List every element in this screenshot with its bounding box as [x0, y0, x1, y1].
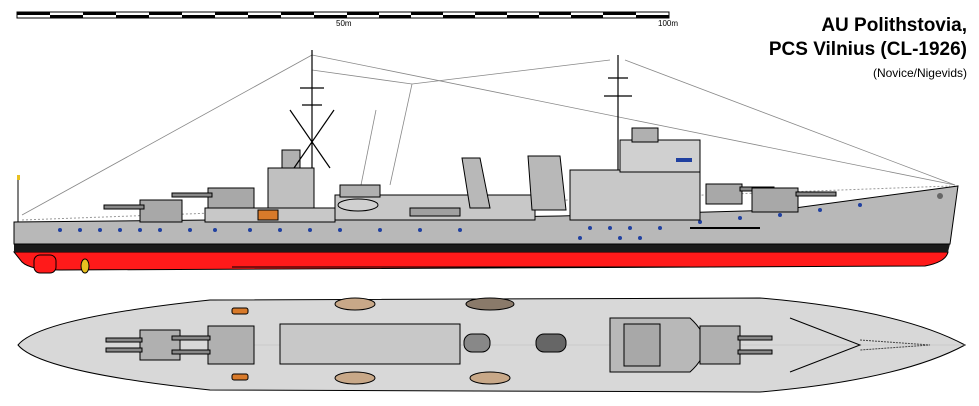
title-block: AU Polithstovia, PCS Vilnius (CL-1926) (…	[769, 14, 967, 82]
side-profile	[12, 50, 959, 274]
scale-bar	[16, 11, 670, 19]
turret-x-plan	[207, 325, 255, 365]
title-line-1: AU Polithstovia,	[821, 15, 967, 36]
aa-director	[339, 184, 381, 198]
rudder-bulge	[33, 254, 57, 274]
turret-b-plan	[623, 323, 661, 367]
turret-y	[139, 199, 183, 223]
torpedo-tubes	[409, 207, 461, 217]
title-line-2: PCS Vilnius (CL-1926)	[768, 39, 967, 60]
forecastle-line	[789, 317, 862, 373]
funnel-fore-plan	[535, 333, 567, 353]
funnel-aft-plan	[463, 333, 491, 353]
turret-a-barrel-plan-2	[737, 349, 773, 355]
ensign	[17, 175, 20, 180]
portholes	[58, 203, 862, 240]
propeller	[80, 258, 90, 274]
boat-plan-3	[334, 297, 376, 311]
funnel-fore	[527, 155, 567, 211]
turret-y-barrel-plan-2	[105, 347, 143, 353]
funnel-aft	[461, 157, 491, 209]
turret-a	[751, 187, 799, 213]
aft-control-tower	[267, 167, 315, 209]
hull-antifouling	[12, 251, 949, 271]
boat-side	[337, 198, 379, 212]
bridge-windows	[676, 158, 692, 162]
scale-bar-segments	[17, 12, 669, 18]
forward-director	[631, 127, 659, 143]
turret-x-barrel	[171, 192, 213, 198]
turret-x	[207, 187, 255, 211]
turret-x-barrel-plan-2	[171, 349, 211, 355]
boat-plan-4	[334, 371, 376, 385]
rigging	[21, 54, 956, 216]
boat-plan-6	[469, 371, 511, 385]
turret-b	[705, 183, 743, 205]
scale-label-50m: 50m	[336, 19, 352, 28]
plan-view	[17, 297, 967, 393]
turret-a-plan	[699, 325, 741, 365]
main-mast	[289, 50, 335, 169]
credit-line: (Novice/Nigevids)	[872, 66, 967, 80]
scale-label-100m: 100m	[658, 19, 679, 28]
bridge-top	[619, 139, 701, 173]
boot-topping	[14, 244, 950, 252]
turret-y-barrel-plan-1	[105, 337, 143, 343]
turret-y-barrel	[103, 204, 145, 210]
turret-a-barrel	[795, 191, 837, 197]
aft-director	[281, 149, 301, 169]
boat-cradle-aft	[257, 209, 279, 221]
turret-x-barrel-plan-1	[171, 335, 211, 341]
anchor	[937, 193, 943, 199]
turret-y-plan	[139, 329, 181, 361]
boat-plan-5	[465, 297, 515, 311]
turret-a-barrel-plan-1	[737, 335, 773, 341]
midship-structure-plan	[279, 323, 461, 365]
boat-plan-1	[231, 307, 249, 315]
anchor-chain	[859, 339, 931, 351]
boat-plan-2	[231, 373, 249, 381]
bridge-block	[569, 169, 701, 221]
fore-mast	[604, 55, 632, 170]
